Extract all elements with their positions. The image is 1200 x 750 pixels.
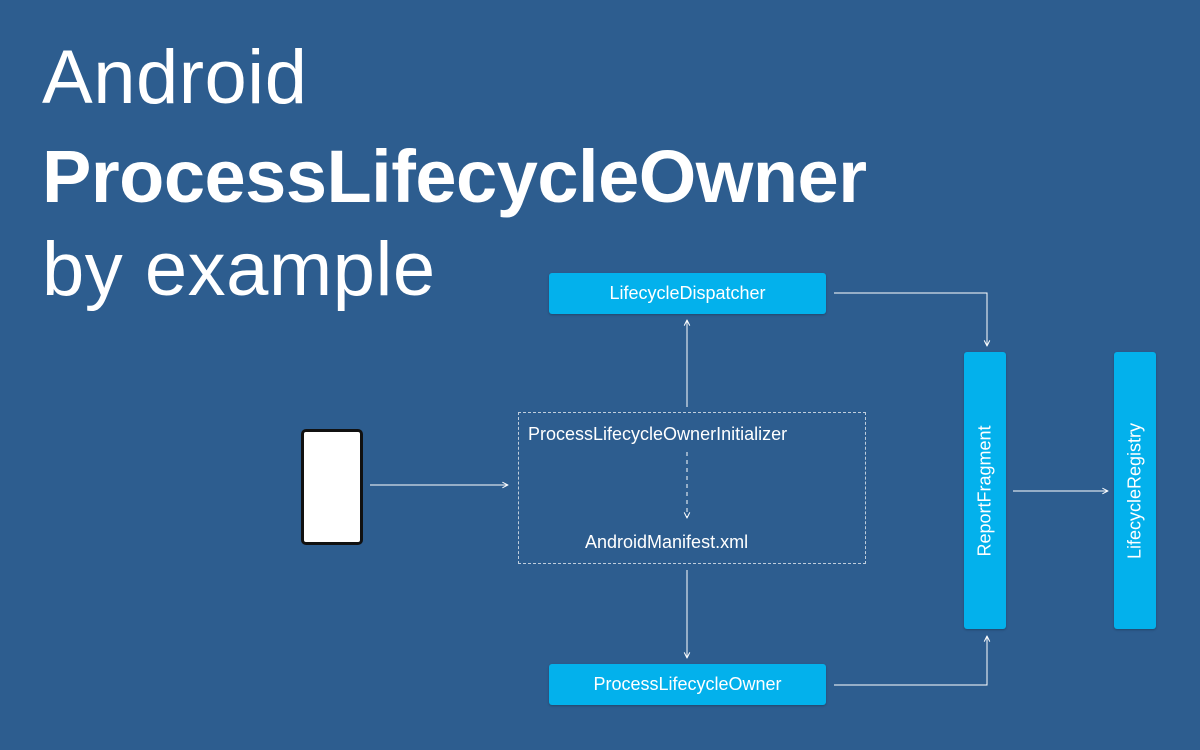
initializer-group-frame bbox=[518, 412, 866, 564]
process-lifecycle-owner-box: ProcessLifecycleOwner bbox=[549, 664, 826, 705]
lifecycle-dispatcher-box: LifecycleDispatcher bbox=[549, 273, 826, 314]
lifecycle-dispatcher-label: LifecycleDispatcher bbox=[609, 283, 766, 303]
lifecycle-registry-label: LifecycleRegistry bbox=[1124, 422, 1145, 559]
process-lifecycle-owner-label: ProcessLifecycleOwner bbox=[593, 674, 782, 694]
initializer-label: ProcessLifecycleOwnerInitializer bbox=[528, 424, 788, 444]
arrow-owner-to-reportfragment bbox=[834, 636, 987, 686]
manifest-label: AndroidManifest.xml bbox=[585, 532, 749, 552]
title-line-by-example: by example bbox=[42, 227, 436, 312]
arrow-dispatcher-to-reportfragment bbox=[834, 292, 987, 346]
title-line-android: Android bbox=[42, 35, 308, 120]
report-fragment-box: ReportFragment bbox=[964, 352, 1006, 629]
title-line-processlifecycleowner: ProcessLifecycleOwner bbox=[42, 135, 867, 218]
lifecycle-registry-box: LifecycleRegistry bbox=[1114, 352, 1156, 629]
report-fragment-label: ReportFragment bbox=[974, 424, 995, 557]
phone-icon bbox=[301, 429, 363, 545]
